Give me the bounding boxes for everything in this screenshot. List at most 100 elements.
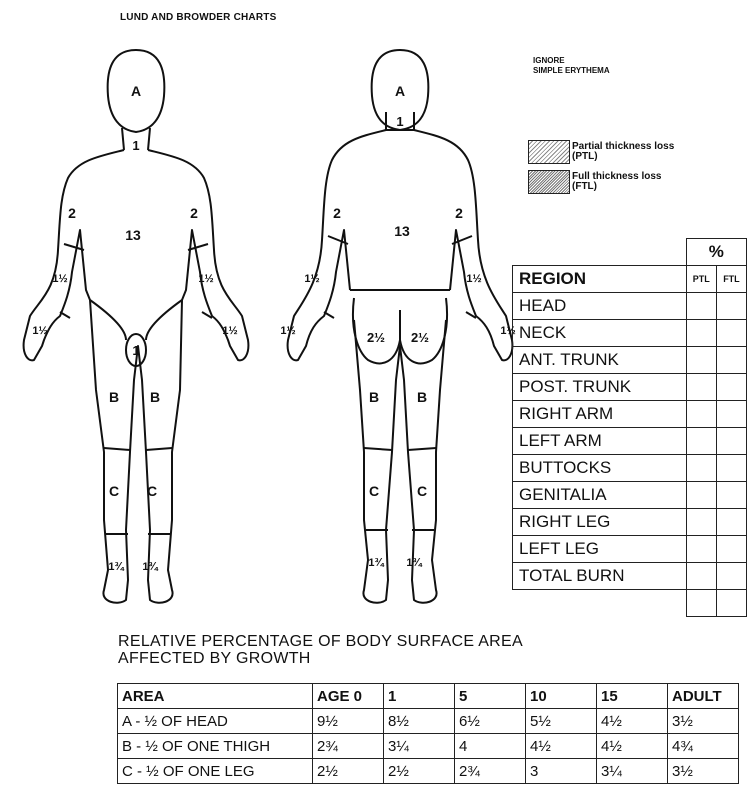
region-extra-row: [513, 590, 747, 617]
growth-value-cell: 9½: [313, 709, 384, 734]
ftl-cell[interactable]: [716, 455, 746, 482]
back-buttock-r-label: 2½: [367, 330, 385, 345]
legend-ptl: Partial thickness loss (PTL): [528, 140, 674, 164]
legend-ftl-abbr: (FTL): [572, 182, 661, 192]
percent-header-row: %: [513, 239, 747, 266]
ftl-swatch: [528, 170, 570, 194]
ftl-cell[interactable]: [716, 293, 746, 320]
ftl-cell[interactable]: [716, 347, 746, 374]
front-upper-arm-r-label: 2: [68, 205, 76, 221]
growth-header-cell: ADULT: [668, 684, 739, 709]
ptl-cell[interactable]: [686, 347, 716, 374]
growth-area-label: A - ½ OF HEAD: [118, 709, 313, 734]
growth-title: RELATIVE PERCENTAGE OF BODY SURFACE AREA…: [118, 633, 523, 667]
ptl-cell[interactable]: [686, 536, 716, 563]
back-leg-l-label: C: [417, 483, 427, 499]
front-hand-r-label: 1½: [32, 325, 47, 337]
front-upper-arm-l-label: 2: [190, 205, 198, 221]
back-foot-l-label: 1¾: [406, 557, 422, 569]
back-forearm-l-label: 1½: [466, 273, 481, 285]
front-foot-r-label: 1¾: [108, 561, 124, 573]
ignore-note-line1: IGNORE: [533, 56, 610, 66]
ftl-cell[interactable]: [716, 509, 746, 536]
growth-header-cell: AREA: [118, 684, 313, 709]
ptl-cell[interactable]: [686, 428, 716, 455]
region-row: ANT. TRUNK: [513, 347, 747, 374]
ftl-cell[interactable]: [716, 320, 746, 347]
legend-ftl: Full thickness loss (FTL): [528, 170, 674, 194]
region-name: RIGHT ARM: [513, 401, 687, 428]
growth-value-cell: 2½: [313, 759, 384, 784]
growth-area-label: C - ½ OF ONE LEG: [118, 759, 313, 784]
growth-header-cell: 1: [384, 684, 455, 709]
ftl-cell[interactable]: [716, 374, 746, 401]
region-name: RIGHT LEG: [513, 509, 687, 536]
ptl-cell[interactable]: [686, 509, 716, 536]
growth-value-cell: 2¾: [455, 759, 526, 784]
growth-value-cell: 4½: [597, 734, 668, 759]
growth-header-cell: 15: [597, 684, 668, 709]
front-head-label: A: [131, 83, 141, 99]
ignore-note-line2: SIMPLE ERYTHEMA: [533, 66, 610, 76]
growth-value-cell: 3¼: [597, 759, 668, 784]
region-row: RIGHT ARM: [513, 401, 747, 428]
back-hand-r-label: 1½: [280, 325, 295, 337]
ftl-header: FTL: [716, 266, 746, 293]
growth-value-cell: 2½: [384, 759, 455, 784]
ftl-cell[interactable]: [716, 482, 746, 509]
ftl-cell[interactable]: [716, 401, 746, 428]
front-trunk-label: 13: [125, 227, 141, 243]
growth-value-cell: 3¼: [384, 734, 455, 759]
front-neck-label: 1: [132, 138, 139, 153]
growth-header-cell: 5: [455, 684, 526, 709]
back-forearm-r-label: 1½: [304, 273, 319, 285]
front-forearm-l-label: 1½: [198, 273, 213, 285]
back-thigh-l-label: B: [417, 389, 427, 405]
ptl-cell[interactable]: [686, 293, 716, 320]
ptl-cell[interactable]: [686, 455, 716, 482]
front-thigh-l-label: B: [150, 389, 160, 405]
region-row: RIGHT LEG: [513, 509, 747, 536]
region-name: ANT. TRUNK: [513, 347, 687, 374]
ptl-header: PTL: [686, 266, 716, 293]
front-hand-l-label: 1½: [222, 325, 237, 337]
ftl-cell[interactable]: [716, 563, 746, 590]
growth-value-cell: 4½: [526, 734, 597, 759]
front-body-figure: A 1 13 2 2 1½ 1½ 1½ 1½ 1 B B C C 1¾ 1¾: [0, 0, 270, 620]
front-forearm-r-label: 1½: [52, 273, 67, 285]
region-row: TOTAL BURN: [513, 563, 747, 590]
ptl-cell[interactable]: [686, 374, 716, 401]
growth-value-cell: 5½: [526, 709, 597, 734]
growth-value-cell: 4: [455, 734, 526, 759]
region-table-block: % REGION PTL FTL HEADNECKANT. TRUNKPOST.…: [512, 238, 747, 617]
region-row: LEFT LEG: [513, 536, 747, 563]
growth-value-cell: 2¾: [313, 734, 384, 759]
ftl-cell[interactable]: [716, 428, 746, 455]
ptl-cell[interactable]: [686, 482, 716, 509]
growth-value-cell: 3½: [668, 759, 739, 784]
growth-value-cell: 3½: [668, 709, 739, 734]
region-header: REGION: [513, 266, 687, 293]
growth-area-label: B - ½ OF ONE THIGH: [118, 734, 313, 759]
region-row: GENITALIA: [513, 482, 747, 509]
ignore-note: IGNORE SIMPLE ERYTHEMA: [533, 56, 610, 76]
growth-header-cell: 10: [526, 684, 597, 709]
ptl-cell[interactable]: [686, 320, 716, 347]
legend: Partial thickness loss (PTL) Full thickn…: [528, 140, 674, 194]
growth-value-cell: 6½: [455, 709, 526, 734]
ftl-cell[interactable]: [716, 536, 746, 563]
region-name: GENITALIA: [513, 482, 687, 509]
growth-value-cell: 3: [526, 759, 597, 784]
region-row: NECK: [513, 320, 747, 347]
percent-header: %: [686, 239, 746, 266]
region-row: HEAD: [513, 293, 747, 320]
ptl-cell[interactable]: [686, 401, 716, 428]
back-body-figure: A 1 13 2 2 1½ 1½ 1½ 1½ 2½ 2½ B B C C 1¾ …: [262, 0, 532, 620]
region-name: BUTTOCKS: [513, 455, 687, 482]
ptl-cell[interactable]: [686, 563, 716, 590]
back-trunk-label: 13: [394, 223, 410, 239]
